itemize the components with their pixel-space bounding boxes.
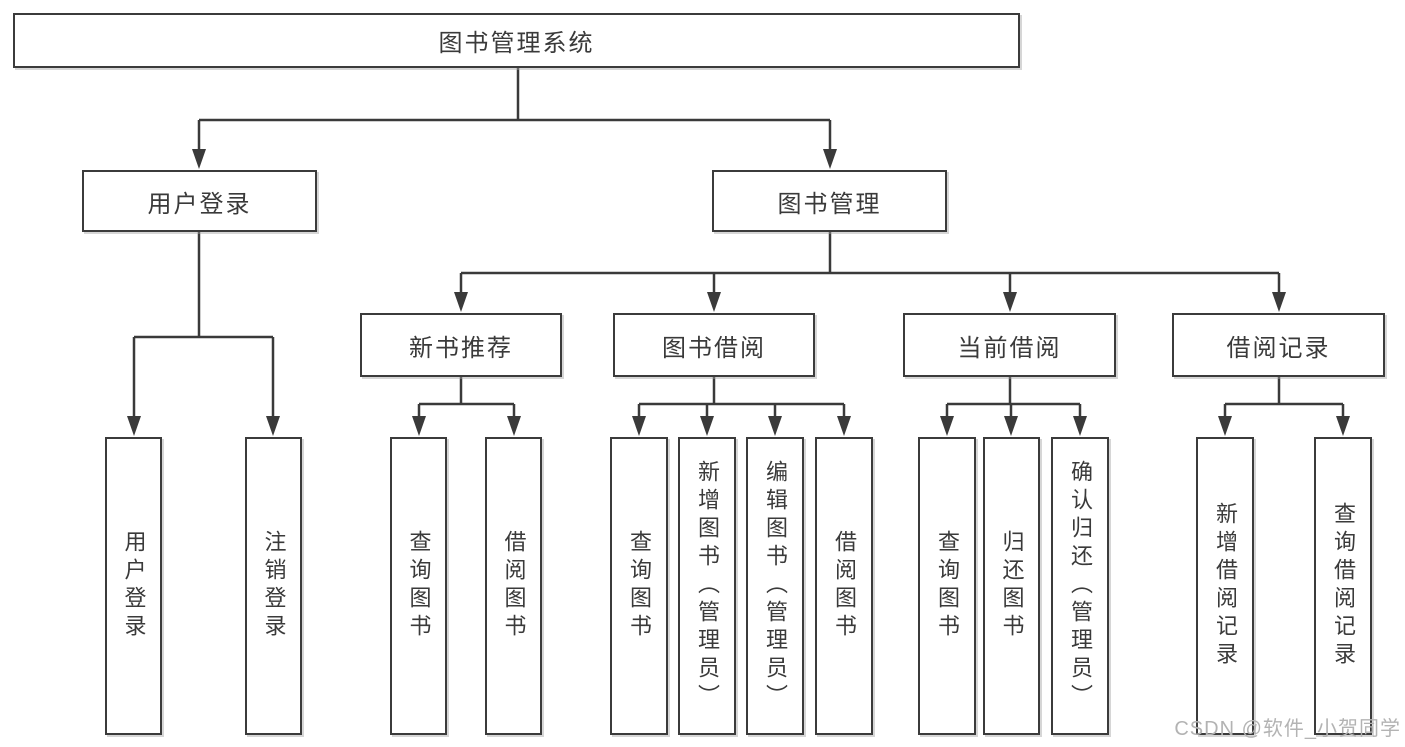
- leaf-edit-book-admin-label: 编辑图书（管理员）: [763, 460, 788, 712]
- leaf-add-borrow-record-label: 新增借阅记录: [1213, 502, 1238, 670]
- leaf-logout-label: 注销登录: [261, 530, 287, 642]
- leaf-borrow-books-2: 借阅图书: [815, 437, 873, 735]
- leaf-user-login: 用户登录: [105, 437, 162, 735]
- leaf-query-books-2: 查询图书: [610, 437, 668, 735]
- leaf-query-books-1: 查询图书: [390, 437, 447, 735]
- leaf-query-books-3-label: 查询图书: [935, 530, 960, 642]
- node-user-login: 用户登录: [82, 170, 317, 232]
- leaf-return-books-label: 归还图书: [999, 530, 1025, 642]
- leaf-confirm-return-admin-label: 确认归还（管理员）: [1068, 460, 1093, 712]
- leaf-borrow-books-2-label: 借阅图书: [832, 530, 857, 642]
- leaf-return-books: 归还图书: [983, 437, 1040, 735]
- leaf-borrow-books-1-label: 借阅图书: [501, 530, 527, 642]
- leaf-query-borrow-record-label: 查询借阅记录: [1331, 502, 1356, 670]
- node-library-management-system: 图书管理系统: [13, 13, 1020, 68]
- node-book-management: 图书管理: [712, 170, 947, 232]
- leaf-borrow-books-1: 借阅图书: [485, 437, 542, 735]
- node-borrowing-records: 借阅记录: [1172, 313, 1385, 377]
- node-book-borrowing: 图书借阅: [613, 313, 815, 377]
- leaf-add-borrow-record: 新增借阅记录: [1196, 437, 1254, 735]
- node-new-book-recommendation: 新书推荐: [360, 313, 562, 377]
- node-current-borrowing: 当前借阅: [903, 313, 1116, 377]
- leaf-query-books-3: 查询图书: [918, 437, 976, 735]
- leaf-query-borrow-record: 查询借阅记录: [1314, 437, 1372, 735]
- leaf-query-books-2-label: 查询图书: [627, 530, 652, 642]
- leaf-edit-book-admin: 编辑图书（管理员）: [746, 437, 804, 735]
- watermark-text: CSDN @软件_小贺同学: [1174, 718, 1401, 740]
- leaf-add-book-admin: 新增图书（管理员）: [678, 437, 736, 735]
- leaf-add-book-admin-label: 新增图书（管理员）: [695, 460, 720, 712]
- arrowheads: [127, 149, 1350, 436]
- leaf-query-books-1-label: 查询图书: [406, 530, 432, 642]
- leaf-confirm-return-admin: 确认归还（管理员）: [1051, 437, 1109, 735]
- leaf-logout: 注销登录: [245, 437, 302, 735]
- leaf-user-login-label: 用户登录: [121, 530, 147, 642]
